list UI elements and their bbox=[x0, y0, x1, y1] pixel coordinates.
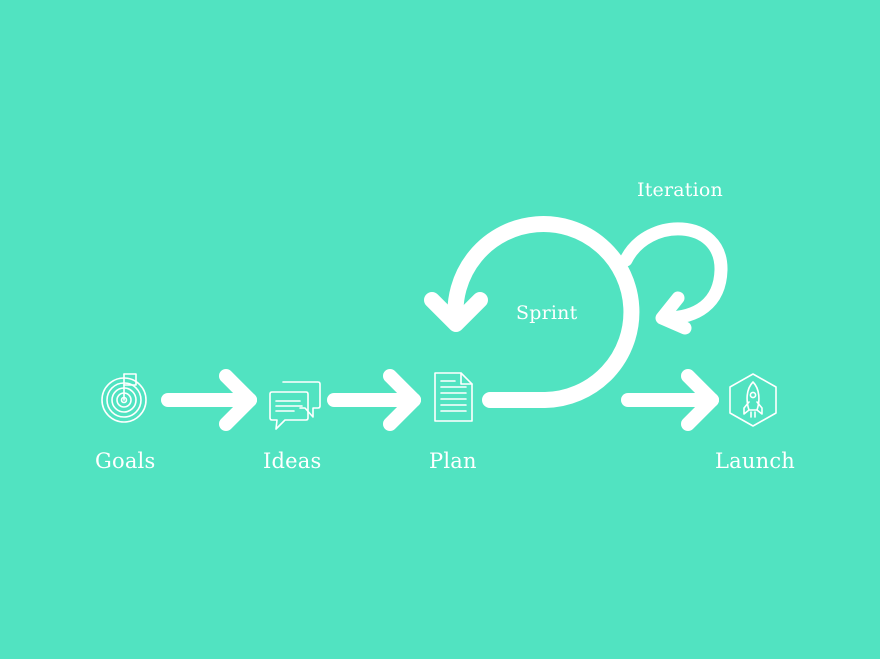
flow-arrow-goals-ideas bbox=[161, 369, 257, 431]
sprint-label: Sprint bbox=[516, 302, 578, 324]
step-label-plan: Plan bbox=[429, 449, 477, 473]
step-label-launch: Launch bbox=[715, 449, 796, 473]
step-label-ideas: Ideas bbox=[263, 449, 322, 473]
target-flag-icon bbox=[101, 373, 147, 423]
rocket-hexagon-icon bbox=[729, 373, 777, 427]
flow-arrow-ideas-plan bbox=[327, 369, 421, 431]
sprint-loop-arrow bbox=[424, 216, 640, 408]
speech-bubbles-icon bbox=[269, 381, 321, 430]
iteration-loop-arrow bbox=[619, 222, 728, 335]
flow-arrow-plan-launch bbox=[621, 369, 719, 431]
iteration-label: Iteration bbox=[637, 179, 723, 201]
step-label-goals: Goals bbox=[95, 449, 156, 473]
document-icon bbox=[434, 372, 473, 422]
